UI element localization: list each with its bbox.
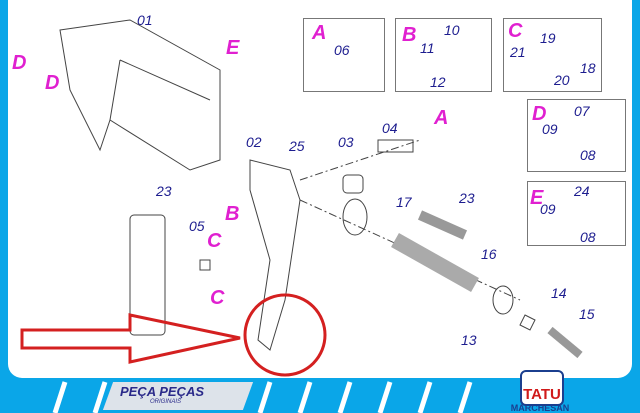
callout-23-guard: 23	[156, 183, 172, 199]
part-label: 08	[580, 147, 596, 163]
tatu-logo: TATU	[520, 370, 564, 406]
part-label: 24	[574, 183, 590, 199]
part-label: 19	[540, 30, 556, 46]
letter-d: D	[45, 72, 60, 94]
detail-box-d: D 07 09 08	[527, 99, 626, 172]
part-label: 11	[420, 40, 435, 56]
callout-16: 16	[481, 246, 497, 262]
callout-23: 23	[459, 190, 475, 206]
bracket-part	[59, 19, 221, 171]
callout-14: 14	[551, 285, 567, 301]
spring-23	[417, 210, 468, 240]
letter-d: D	[12, 52, 27, 74]
guard-part	[129, 214, 166, 336]
part-label: 20	[554, 72, 570, 88]
callout-02: 02	[246, 134, 262, 150]
callout-17: 17	[396, 194, 412, 210]
callout-01: 01	[137, 12, 153, 28]
spring-16	[391, 233, 479, 292]
logo-subtitle: MARCHESAN	[510, 403, 570, 413]
box-letter: C	[508, 20, 523, 42]
box-letter: A	[312, 22, 327, 44]
letter-c: C	[207, 230, 222, 252]
part-label: 08	[580, 229, 596, 245]
box-letter: E	[530, 187, 544, 209]
part-label: 18	[580, 60, 596, 76]
box-letter: B	[402, 24, 417, 46]
highlight-circle	[243, 293, 327, 377]
part-label: 12	[430, 74, 446, 90]
detail-box-b: B 10 11 12	[395, 18, 492, 92]
letter-e: E	[226, 37, 240, 59]
pointer-arrow	[20, 313, 241, 364]
footer-stripe-gaps	[52, 381, 473, 413]
callout-03: 03	[338, 134, 354, 150]
callout-05: 05	[189, 218, 205, 234]
letter-a: A	[434, 107, 449, 129]
brand-name: PEÇA PEÇAS	[120, 384, 205, 399]
part-label: 06	[334, 42, 350, 58]
letter-c: C	[210, 287, 225, 309]
detail-box-c: C 19 21 18 20	[503, 18, 602, 92]
detail-box-a: A 06	[303, 18, 385, 92]
detail-box-e: E 24 09 08	[527, 181, 626, 246]
brand-subtitle: ORIGINAIS	[150, 399, 182, 405]
logo-text: TATU	[523, 386, 561, 403]
part-label: 10	[444, 22, 460, 38]
callout-04: 04	[382, 120, 398, 136]
part-label: 21	[510, 44, 526, 60]
part-label: 07	[574, 103, 590, 119]
callout-15: 15	[579, 306, 595, 322]
shank-part	[249, 159, 301, 351]
box-letter: D	[532, 103, 547, 125]
callout-13: 13	[461, 332, 477, 348]
callout-25: 25	[289, 138, 305, 154]
letter-b: B	[225, 203, 240, 225]
part-label: 09	[542, 121, 558, 137]
part-label: 09	[540, 201, 556, 217]
